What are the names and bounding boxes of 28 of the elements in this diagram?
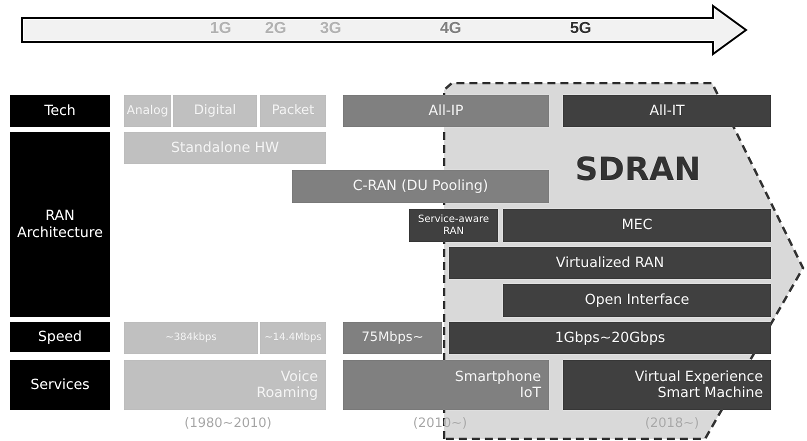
timeline-bar: All-IT [563, 95, 771, 127]
timeline-bar: Virtualized RAN [449, 247, 771, 279]
generation-label: 4G [440, 20, 462, 38]
timeline-bar [343, 360, 549, 410]
generation-label: 3G [320, 20, 342, 38]
timeline-bar: C-RAN (DU Pooling) [292, 170, 549, 203]
timeline-bar: 1Gbps~20Gbps [449, 322, 771, 354]
timeline-bar: MEC [503, 209, 771, 242]
timeline-bar: Open Interface [503, 284, 771, 317]
generation-label: 1G [210, 20, 232, 38]
timeline-bar [124, 360, 326, 410]
generation-label: 2G [265, 20, 286, 38]
bar-text: Smartphone [454, 368, 541, 385]
period-label: (1980~2010) [184, 416, 272, 431]
timeline-bar: 75Mbps~ [343, 322, 442, 354]
bar-text: IoT [518, 385, 541, 402]
row-header: Tech [10, 95, 110, 127]
row-header: Services [10, 360, 110, 410]
timeline-bar: All-IP [343, 95, 549, 127]
generation-label: 5G [570, 20, 592, 38]
row-header: Speed [10, 322, 110, 352]
bar-text: Smart Machine [656, 385, 763, 402]
timeline-bar: Service-aware RAN [409, 209, 498, 242]
region-title: SDRAN [575, 150, 701, 188]
bar-text: Virtual Experience [634, 368, 763, 385]
timeline-bar [563, 360, 771, 410]
timeline-arrow [20, 4, 750, 56]
row-header: RAN Architecture [10, 132, 110, 317]
